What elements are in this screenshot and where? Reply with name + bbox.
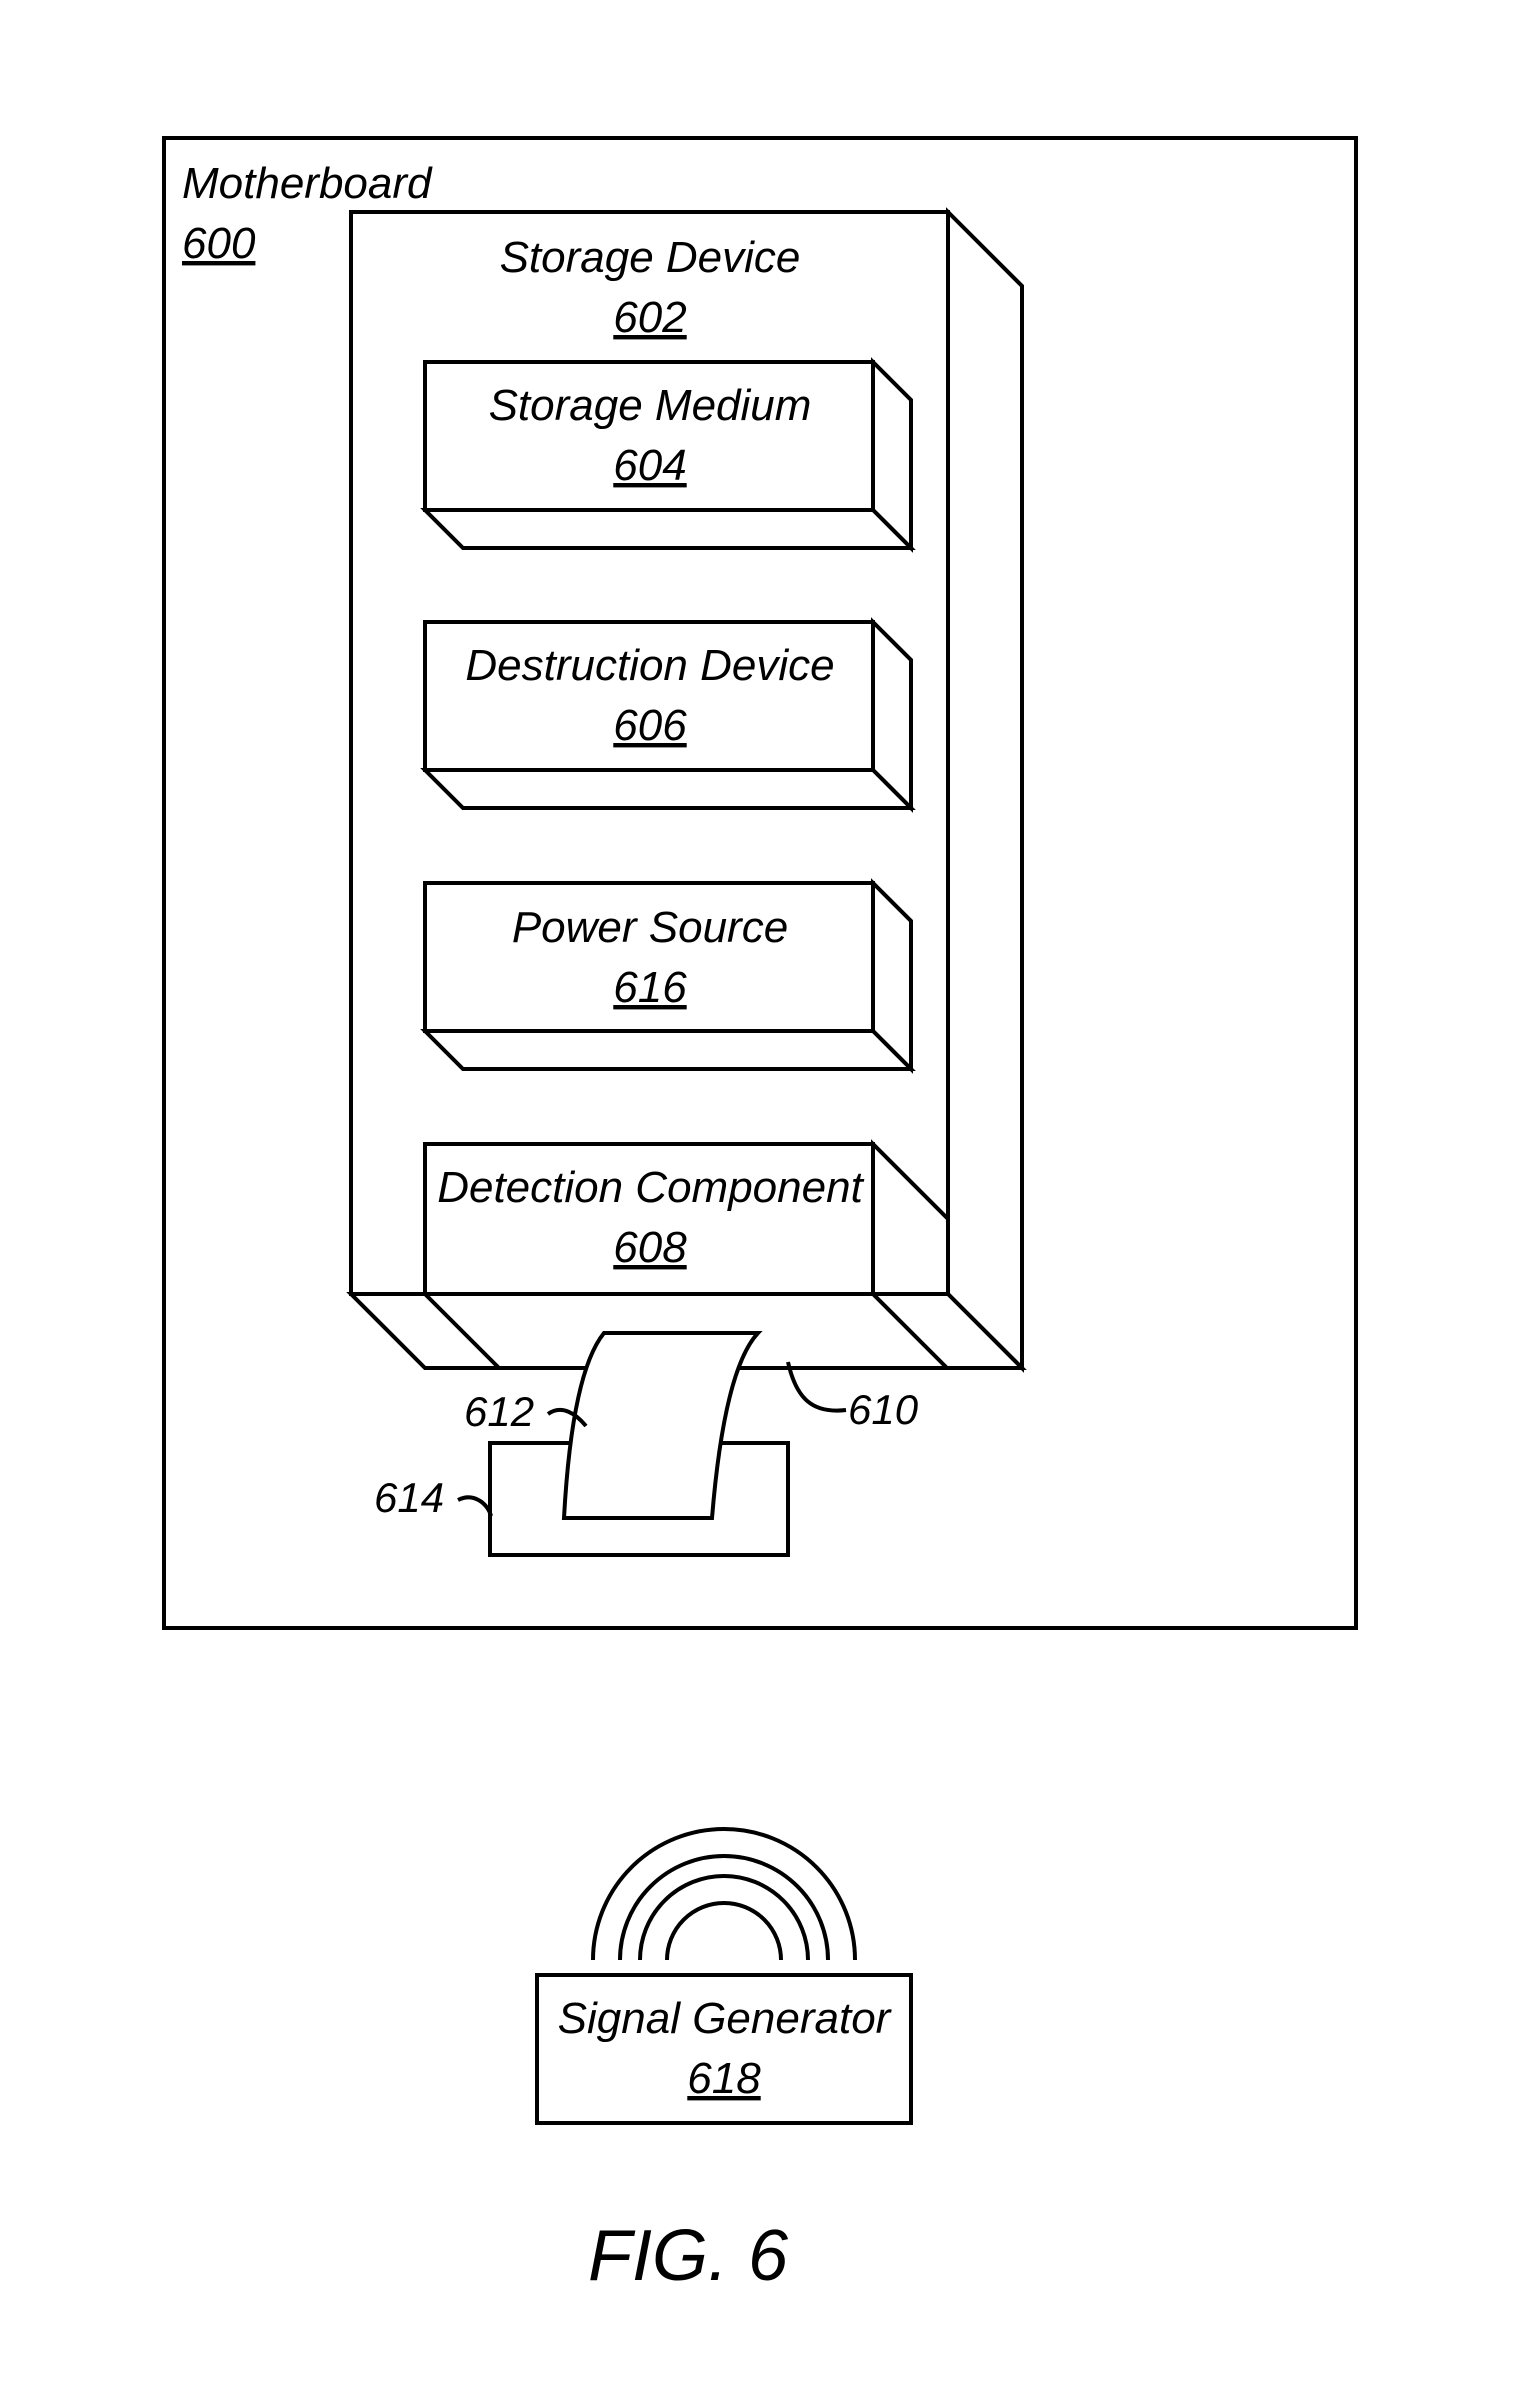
destruction-device-bottom — [425, 770, 911, 808]
motherboard-label: Motherboard — [182, 159, 433, 208]
destruction-device-block: Destruction Device 606 — [425, 622, 911, 808]
signal-waves-icon — [593, 1829, 855, 1960]
power-source-label: Power Source — [512, 903, 788, 952]
storage-device-side — [948, 212, 1022, 1368]
storage-device-ref: 602 — [613, 293, 686, 342]
destruction-device-ref: 606 — [613, 701, 687, 750]
detection-component-ref: 608 — [613, 1223, 687, 1272]
signal-generator-label: Signal Generator — [558, 1994, 893, 2043]
storage-medium-bottom — [425, 510, 911, 548]
storage-medium-ref: 604 — [613, 441, 686, 490]
figure-title: FIG. 6 — [588, 2216, 789, 2296]
destruction-device-label: Destruction Device — [465, 641, 834, 690]
power-source-block: Power Source 616 — [425, 883, 911, 1069]
storage-device-label: Storage Device — [500, 233, 801, 282]
callout-610: 610 — [848, 1386, 919, 1433]
detection-component-label: Detection Component — [437, 1163, 864, 1212]
power-source-ref: 616 — [613, 963, 687, 1012]
callout-614: 614 — [374, 1474, 444, 1521]
storage-medium-label: Storage Medium — [489, 381, 812, 430]
motherboard-ref: 600 — [182, 219, 256, 268]
power-source-bottom — [425, 1031, 911, 1069]
callout-612: 612 — [464, 1388, 534, 1435]
signal-generator-ref: 618 — [687, 2054, 761, 2103]
storage-medium-block: Storage Medium 604 — [425, 362, 911, 548]
